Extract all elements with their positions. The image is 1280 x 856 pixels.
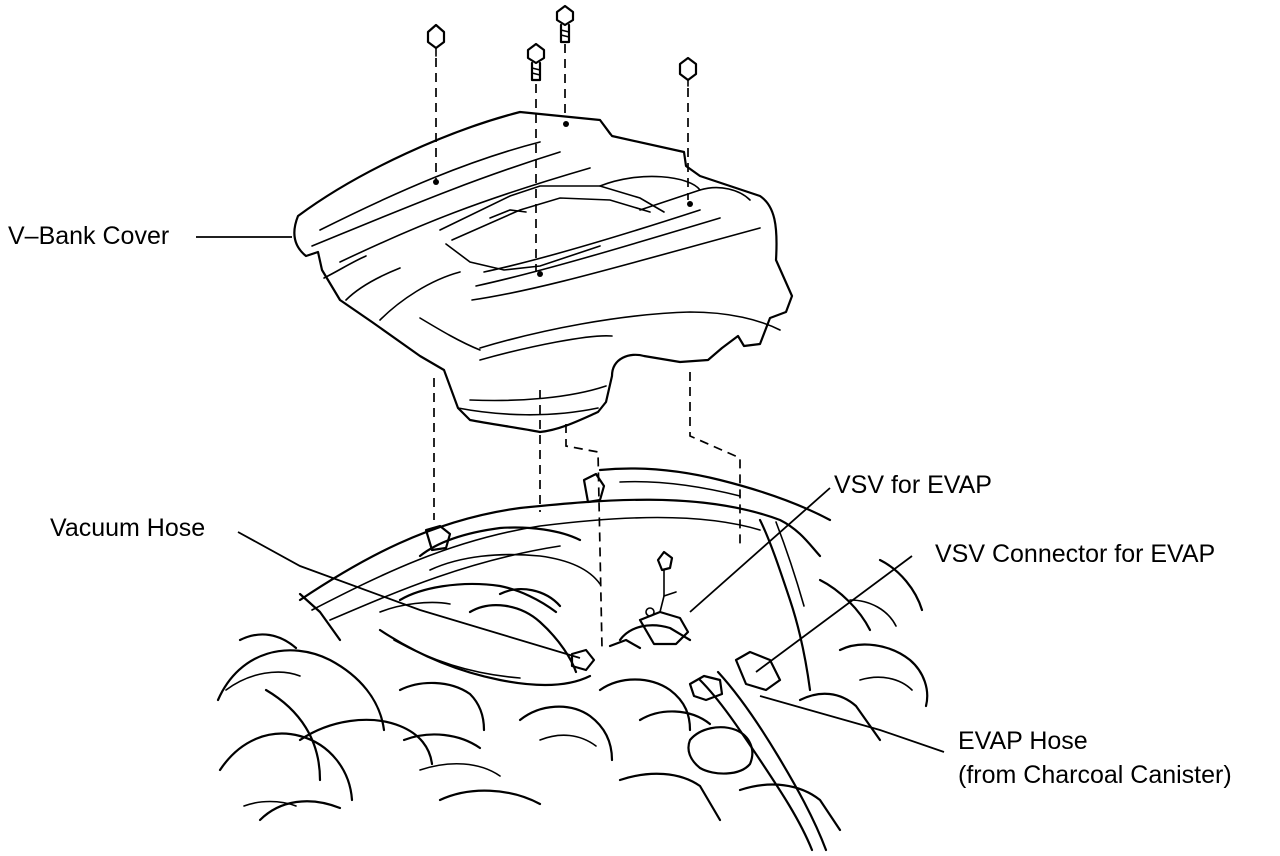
alignment-dashed-lines (433, 44, 741, 649)
bolt-icon (678, 56, 698, 87)
engine-drawing (216, 467, 929, 852)
bolt-icon (526, 42, 546, 82)
v-bank-cover-label: V–Bank Cover (8, 222, 170, 250)
vacuum-hose-label: Vacuum Hose (50, 514, 206, 542)
evap-hose-label-line1: EVAP Hose (958, 727, 1088, 755)
bolt-icon (426, 23, 446, 57)
evap-hose-label: EVAP Hose (from Charcoal Canister) (958, 724, 1232, 792)
vsv-for-evap-label: VSV for EVAP (834, 471, 992, 499)
bolt-icon (555, 4, 575, 44)
vsv-connector-label: VSV Connector for EVAP (935, 540, 1216, 568)
v-bank-cover-drawing (293, 110, 794, 434)
leader-lines (196, 236, 945, 753)
evap-hose-label-line2: (from Charcoal Canister) (958, 761, 1232, 789)
